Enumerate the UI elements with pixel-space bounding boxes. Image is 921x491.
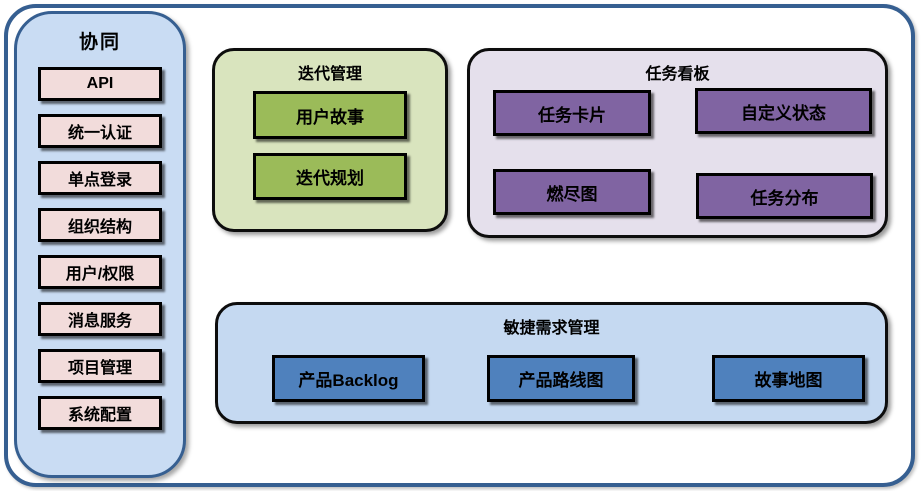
collaboration-item-list: API 统一认证 单点登录 组织结构 用户/权限 消息服务 项目管理 系统配置 (38, 67, 162, 430)
sidebar-item-system-config: 系统配置 (38, 396, 162, 430)
chip-story-map: 故事地图 (712, 355, 865, 402)
task-kanban-title: 任务看板 (645, 66, 710, 83)
sidebar-item-user-permission: 用户/权限 (38, 255, 162, 289)
iteration-management-group: 迭代管理 用户故事 迭代规划 (212, 48, 448, 232)
chip-user-story: 用户故事 (253, 91, 407, 139)
collaboration-panel-title: 协同 (78, 32, 121, 53)
sidebar-item-project-management: 项目管理 (38, 349, 162, 383)
iteration-management-title: 迭代管理 (297, 66, 362, 83)
collaboration-panel: 协同 API 统一认证 单点登录 组织结构 用户/权限 消息服务 项目管理 系统… (14, 11, 186, 478)
agile-requirements-title: 敏捷需求管理 (503, 320, 600, 337)
sidebar-item-api: API (38, 67, 162, 101)
chip-task-card: 任务卡片 (493, 90, 651, 136)
chip-custom-status: 自定义状态 (695, 88, 872, 134)
chip-product-roadmap: 产品路线图 (487, 355, 635, 402)
chip-iteration-planning: 迭代规划 (253, 153, 407, 200)
chip-task-distribution: 任务分布 (696, 173, 873, 219)
sidebar-item-unified-auth: 统一认证 (38, 114, 162, 148)
sidebar-item-org-structure: 组织结构 (38, 208, 162, 242)
chip-product-backlog: 产品Backlog (272, 355, 425, 402)
agile-requirements-group: 敏捷需求管理 产品Backlog 产品路线图 故事地图 (215, 302, 888, 424)
chip-burndown-chart: 燃尽图 (493, 169, 651, 215)
sidebar-item-message-service: 消息服务 (38, 302, 162, 336)
sidebar-item-single-sign-on: 单点登录 (38, 161, 162, 195)
task-kanban-group: 任务看板 任务卡片 自定义状态 燃尽图 任务分布 (467, 48, 888, 238)
